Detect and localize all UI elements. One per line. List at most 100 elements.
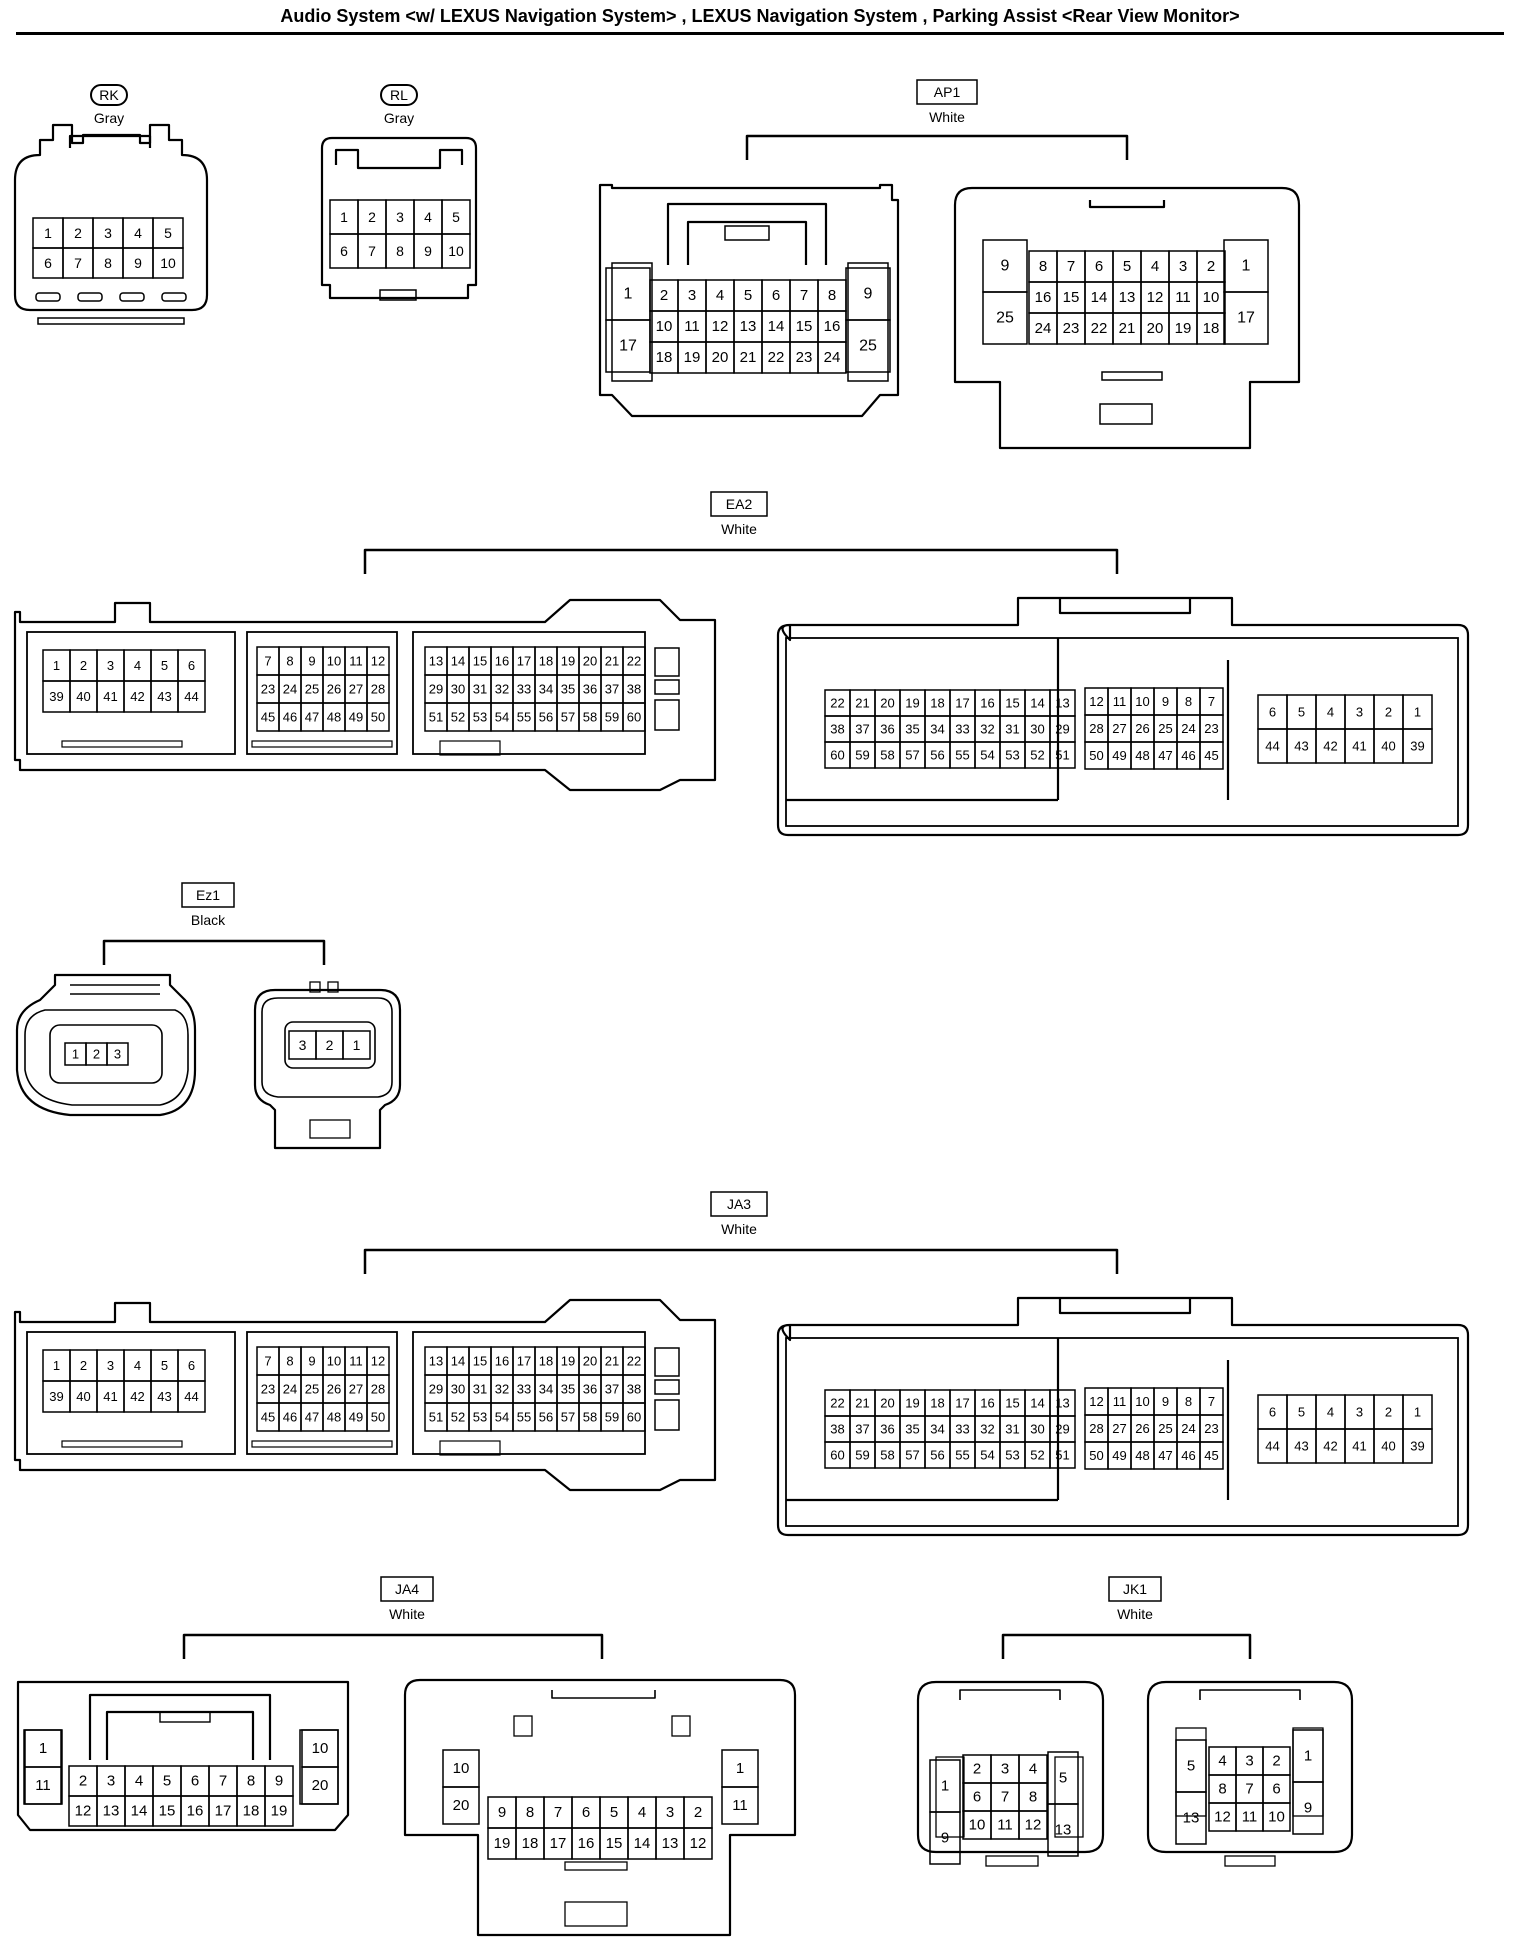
pin-number: 5 <box>452 209 460 225</box>
pin-number: 57 <box>905 748 919 763</box>
pin-number: 11 <box>349 1354 363 1369</box>
pin-number: 1 <box>1304 1748 1312 1765</box>
pin-number: 3 <box>666 1804 674 1821</box>
pin-number: 1 <box>340 209 348 225</box>
pin-number: 38 <box>627 682 641 697</box>
pin-number: 16 <box>495 1354 509 1369</box>
pin-number: 11 <box>1175 289 1191 306</box>
pin-number: 10 <box>1203 289 1220 306</box>
connector-code: JK1 <box>1123 1581 1147 1597</box>
pin-number: 59 <box>605 710 619 725</box>
pin-number: 8 <box>1218 1781 1226 1798</box>
pin-number: 23 <box>1204 721 1218 736</box>
pin-number: 52 <box>1030 748 1044 763</box>
pin-number: 22 <box>627 654 641 669</box>
pin-number: 1 <box>736 1760 744 1777</box>
pin-number: 16 <box>824 318 841 335</box>
pin-number: 40 <box>1381 1439 1395 1454</box>
pin-number: 1 <box>353 1037 361 1053</box>
pin-number: 38 <box>830 1422 844 1437</box>
pin-number: 8 <box>526 1804 534 1821</box>
pin-number: 14 <box>1030 696 1044 711</box>
pin-cell <box>342 1030 371 1060</box>
pin-number: 50 <box>1089 1448 1103 1463</box>
pin-cell <box>152 247 184 279</box>
pin-number: 22 <box>627 1354 641 1369</box>
pin-number: 15 <box>159 1803 176 1820</box>
pin-number: 25 <box>305 1382 319 1397</box>
pin-number: 5 <box>1123 258 1131 275</box>
pin-number: 20 <box>312 1777 329 1794</box>
pin-number: 24 <box>824 349 841 366</box>
pin-number: 46 <box>1181 748 1195 763</box>
pin-number: 1 <box>53 658 60 673</box>
pin-number: 6 <box>1272 1781 1280 1798</box>
pin-number: 15 <box>473 654 487 669</box>
pin-number: 19 <box>905 696 919 711</box>
pin-number: 47 <box>305 1410 319 1425</box>
connector-color: White <box>721 1221 757 1237</box>
pin-number: 4 <box>1029 1761 1037 1778</box>
pin-number: 3 <box>1001 1761 1009 1778</box>
pin-number: 5 <box>1298 705 1305 720</box>
pin-number: 9 <box>424 243 432 259</box>
pin-number: 53 <box>1005 748 1019 763</box>
pin-number: 9 <box>864 286 873 303</box>
pin-number: 2 <box>660 287 668 304</box>
pin-number: 18 <box>539 1354 553 1369</box>
pin-number: 11 <box>35 1777 51 1794</box>
pin-number: 58 <box>583 1410 597 1425</box>
pin-cell <box>1018 1810 1048 1840</box>
connector-color: Gray <box>384 110 414 126</box>
pin-number: 25 <box>1158 721 1172 736</box>
pin-number: 36 <box>880 722 894 737</box>
pin-number: 25 <box>305 682 319 697</box>
pin-cell <box>24 1766 62 1805</box>
pin-number: 30 <box>1030 722 1044 737</box>
pin-number: 4 <box>134 1358 141 1373</box>
pin-number: 3 <box>107 658 114 673</box>
pin-number: 43 <box>1294 1439 1308 1454</box>
pin-number: 9 <box>275 1773 283 1790</box>
pin-number: 28 <box>371 682 385 697</box>
pin-number: 14 <box>451 1354 465 1369</box>
pin-number: 39 <box>49 689 63 704</box>
pin-number: 50 <box>371 1410 385 1425</box>
pin-number: 3 <box>1356 1405 1363 1420</box>
pin-number: 52 <box>451 1410 465 1425</box>
pin-number: 22 <box>1091 320 1108 337</box>
pin-number: 13 <box>429 654 443 669</box>
pin-cell <box>1196 312 1226 345</box>
pin-number: 2 <box>1272 1753 1280 1770</box>
pin-number: 16 <box>578 1835 595 1852</box>
pin-number: 55 <box>955 1448 969 1463</box>
pin-number: 19 <box>905 1396 919 1411</box>
pin-number: 51 <box>429 1410 443 1425</box>
pin-number: 34 <box>539 682 553 697</box>
pin-number: 12 <box>371 654 385 669</box>
pin-number: 9 <box>308 654 315 669</box>
pin-number: 17 <box>517 654 531 669</box>
pin-number: 24 <box>283 1382 297 1397</box>
pin-number: 14 <box>1091 289 1108 306</box>
pin-number: 52 <box>1030 1448 1044 1463</box>
pin-cell <box>1402 728 1433 764</box>
pin-number: 20 <box>583 1354 597 1369</box>
pin-number: 32 <box>495 682 509 697</box>
pin-number: 5 <box>164 225 172 241</box>
pin-number: 40 <box>76 1389 90 1404</box>
pin-number: 8 <box>396 243 404 259</box>
pin-number: 42 <box>1323 1439 1337 1454</box>
pin-number: 11 <box>732 1797 748 1814</box>
pin-number: 10 <box>656 318 673 335</box>
pin-number: 23 <box>261 682 275 697</box>
pin-number: 23 <box>261 1382 275 1397</box>
pin-number: 31 <box>1005 1422 1019 1437</box>
